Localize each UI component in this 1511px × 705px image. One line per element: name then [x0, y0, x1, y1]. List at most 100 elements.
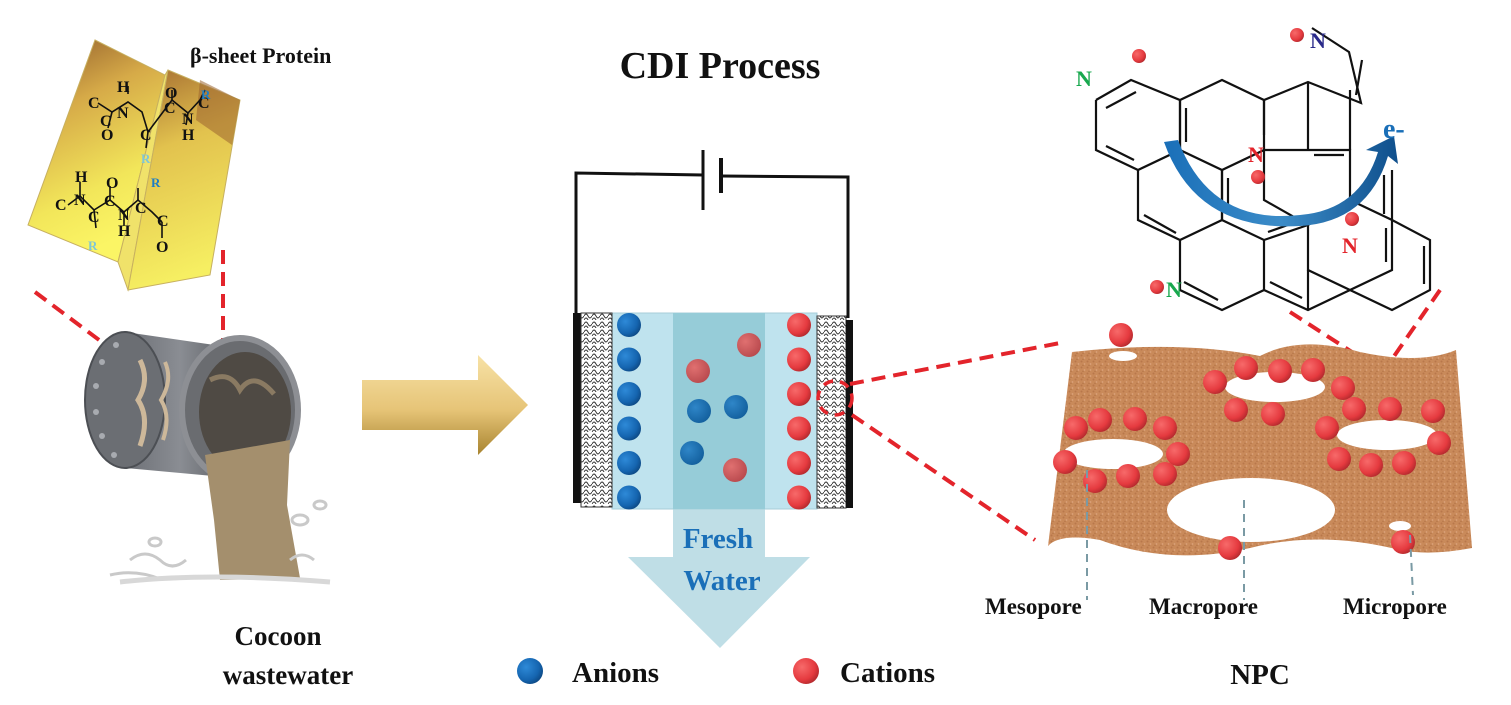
cation-adsorbed	[787, 451, 811, 475]
legend-cation-swatch	[793, 658, 819, 684]
npc-cation	[1392, 451, 1416, 475]
callout-lines-electrode	[816, 340, 1066, 542]
atom-label: O	[106, 175, 118, 192]
atom-label: O	[156, 239, 168, 256]
left-current-collector	[573, 313, 581, 503]
anion-free	[724, 395, 748, 419]
cation-free	[686, 359, 710, 383]
npc-cation	[1268, 359, 1292, 383]
left-electrode	[580, 312, 613, 508]
fresh-water-label-line1: Fresh	[683, 523, 753, 555]
atom-label: C	[140, 127, 152, 144]
atom-label: C	[157, 213, 169, 230]
npc-cation	[1224, 398, 1248, 422]
atom-label: N	[74, 192, 86, 209]
npc-cation	[1315, 416, 1339, 440]
npc-cation	[1166, 442, 1190, 466]
ions	[617, 313, 811, 510]
npc-cation	[1218, 536, 1242, 560]
anion-adsorbed	[617, 347, 641, 372]
legend-cations-label: Cations	[840, 657, 935, 689]
npc-cation	[1109, 323, 1133, 347]
pyridinic-n-label: N	[1076, 66, 1092, 91]
atom-label: C	[198, 95, 210, 112]
npc-cation	[1421, 399, 1445, 423]
macropore	[1167, 478, 1335, 542]
cation-free	[723, 458, 747, 482]
atom-label: O	[101, 127, 113, 144]
cation-free	[737, 333, 761, 357]
wastewater-label-line1: Cocoon	[235, 621, 322, 651]
protein-title: β-sheet Protein	[190, 43, 331, 68]
r-group-label: R	[141, 151, 151, 166]
fresh-water-label-line2: Water	[683, 565, 760, 597]
r-group-label: R	[88, 238, 98, 253]
nitrogen-doped-carbon-structure	[1094, 27, 1432, 312]
atom-label: H	[117, 79, 130, 96]
pyrrolic-n-label: N	[1310, 28, 1326, 53]
anion-adsorbed	[617, 485, 641, 510]
cation-adsorbed	[787, 485, 811, 510]
atom-label: H	[182, 127, 195, 144]
npc-cation	[1359, 453, 1383, 477]
electron-transfer-arrow	[1164, 136, 1398, 227]
power-circuit	[574, 150, 850, 318]
legend: Anions Cations	[517, 657, 935, 689]
npc-cation	[1083, 469, 1107, 493]
graphitic-n-label: N	[1248, 142, 1264, 167]
legend-anions-label: Anions	[572, 657, 659, 689]
npc-cation	[1064, 416, 1088, 440]
anion-adsorbed	[617, 313, 641, 337]
process-arrow-icon	[362, 355, 528, 455]
atom-label: C	[100, 113, 112, 130]
npc-cation	[1088, 408, 1112, 432]
electron-label: e-	[1383, 114, 1405, 145]
cation-adsorbed	[787, 313, 811, 337]
cation-adsorbed	[787, 347, 811, 372]
atom-label: C	[135, 200, 147, 217]
anion-adsorbed	[617, 416, 641, 441]
adsorbed-cations	[1132, 28, 1359, 294]
npc-cation	[1153, 416, 1177, 440]
n-dopant-labels: N N N N N	[1076, 28, 1358, 302]
atom-label: H	[75, 169, 88, 186]
peptide-bonds	[67, 86, 206, 238]
npc-cation	[1234, 356, 1258, 380]
wastewater-label-line2: wastewater	[223, 660, 353, 690]
npc-cation	[1116, 464, 1140, 488]
anion-adsorbed	[617, 382, 641, 406]
graphitic-n-label-2: N	[1342, 233, 1358, 258]
pore-pointer-lines	[1086, 470, 1414, 600]
npc-cation	[1153, 462, 1177, 486]
npc-cation	[1203, 370, 1227, 394]
npc-cation	[1261, 402, 1285, 426]
npc-label: NPC	[1230, 659, 1290, 691]
npc-adsorbed-cations	[1053, 323, 1451, 560]
atom-label: N	[182, 111, 194, 128]
atom-label: C	[88, 209, 100, 226]
cation-adsorbed	[787, 382, 811, 406]
atom-label: C	[164, 100, 176, 117]
atom-label: O	[165, 85, 177, 102]
anion-free	[687, 399, 711, 423]
atom-label: C	[55, 197, 67, 214]
cdi-cell	[573, 312, 853, 510]
legend-anion-swatch	[517, 658, 543, 684]
wastewater-pipe	[84, 331, 331, 585]
atom-label: C	[104, 193, 116, 210]
mesopore-2	[1225, 372, 1325, 402]
pore-labels: Mesopore Macropore Micropore	[985, 594, 1447, 619]
atom-label: C	[88, 95, 100, 112]
cation-adsorbed	[787, 416, 811, 441]
pore-label-macropore: Macropore	[1149, 594, 1258, 619]
npc-cation	[1378, 397, 1402, 421]
npc-cation	[1342, 397, 1366, 421]
atom-label: H	[118, 223, 131, 240]
beta-sheet-protein: C H N C O C O C N H C H C N C C O N H C …	[27, 39, 241, 292]
porous-carbon-sheet	[1048, 323, 1472, 600]
npc-cation	[1123, 407, 1147, 431]
cdi-title: CDI Process	[620, 45, 821, 87]
npc-cation	[1327, 447, 1351, 471]
npc-cation	[1301, 358, 1325, 382]
